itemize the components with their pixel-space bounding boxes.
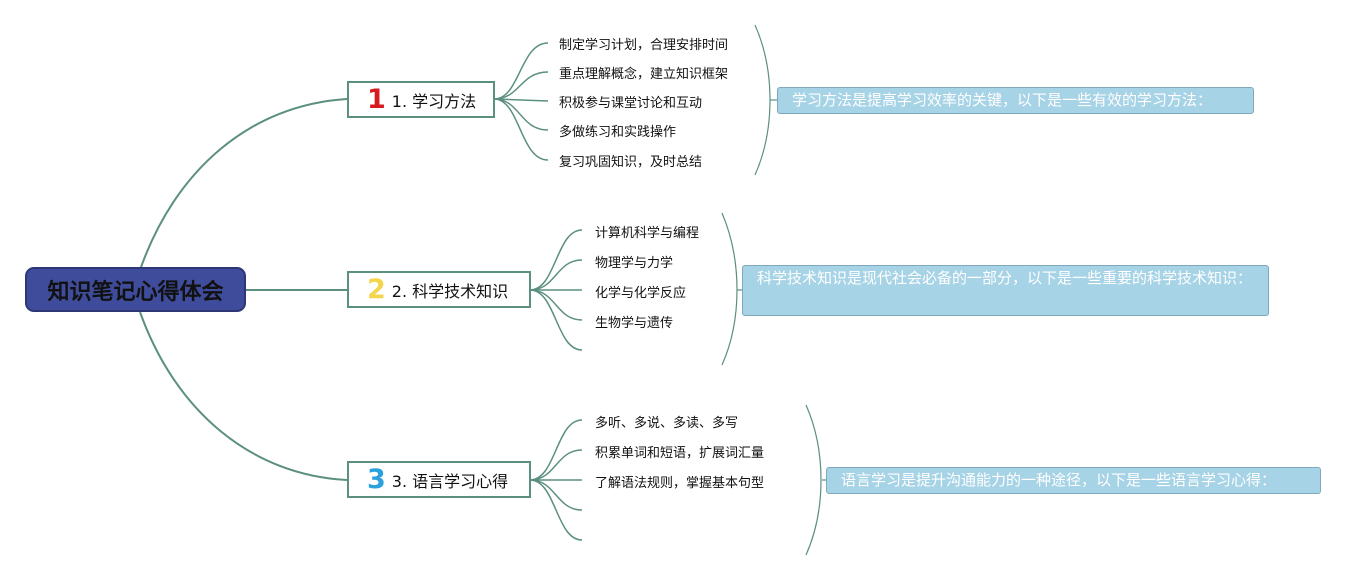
subtopic-item[interactable]: 多听、多说、多读、多写 xyxy=(595,416,739,431)
subtopic-item[interactable]: 重点理解概念，建立知识框架 xyxy=(559,67,729,82)
number-3-icon: 3 xyxy=(367,464,386,495)
topic-label: 3. 语言学习心得 xyxy=(391,471,509,491)
subtopic-item[interactable]: 了解语法规则，掌握基本句型 xyxy=(595,476,765,491)
topic-label: 1. 学习方法 xyxy=(391,91,477,111)
subtopic-item[interactable]: 化学与化学反应 xyxy=(595,286,687,301)
subtopic-item[interactable]: 制定学习计划，合理安排时间 xyxy=(559,38,729,53)
topic-science-technology[interactable]: 2 2. 科学技术知识 xyxy=(347,271,531,308)
summary-note[interactable]: 语言学习是提升沟通能力的一种途径，以下是一些语言学习心得： xyxy=(826,467,1321,494)
subtopic-item[interactable]: 计算机科学与编程 xyxy=(595,226,700,241)
subtopic-item[interactable]: 生物学与遗传 xyxy=(595,316,674,331)
topic-study-methods[interactable]: 1 1. 学习方法 xyxy=(347,81,495,118)
subtopic-item[interactable]: 积累单词和短语，扩展词汇量 xyxy=(595,446,765,461)
number-1-icon: 1 xyxy=(367,84,386,115)
subtopic-item[interactable]: 积极参与课堂讨论和互动 xyxy=(559,96,703,111)
root-topic[interactable]: 知识笔记心得体会 xyxy=(25,267,246,312)
subtopic-item[interactable]: 复习巩固知识，及时总结 xyxy=(559,155,703,170)
root-title: 知识笔记心得体会 xyxy=(47,279,224,305)
subtopic-item[interactable]: 多做练习和实践操作 xyxy=(559,125,677,140)
summary-note[interactable]: 科学技术知识是现代社会必备的一部分，以下是一些重要的科学技术知识： xyxy=(742,265,1269,316)
subtopic-item[interactable]: 物理学与力学 xyxy=(595,256,674,271)
topic-language-learning[interactable]: 3 3. 语言学习心得 xyxy=(347,461,531,498)
number-2-icon: 2 xyxy=(367,274,386,305)
summary-note[interactable]: 学习方法是提高学习效率的关键，以下是一些有效的学习方法： xyxy=(777,87,1254,114)
topic-label: 2. 科学技术知识 xyxy=(391,281,509,301)
